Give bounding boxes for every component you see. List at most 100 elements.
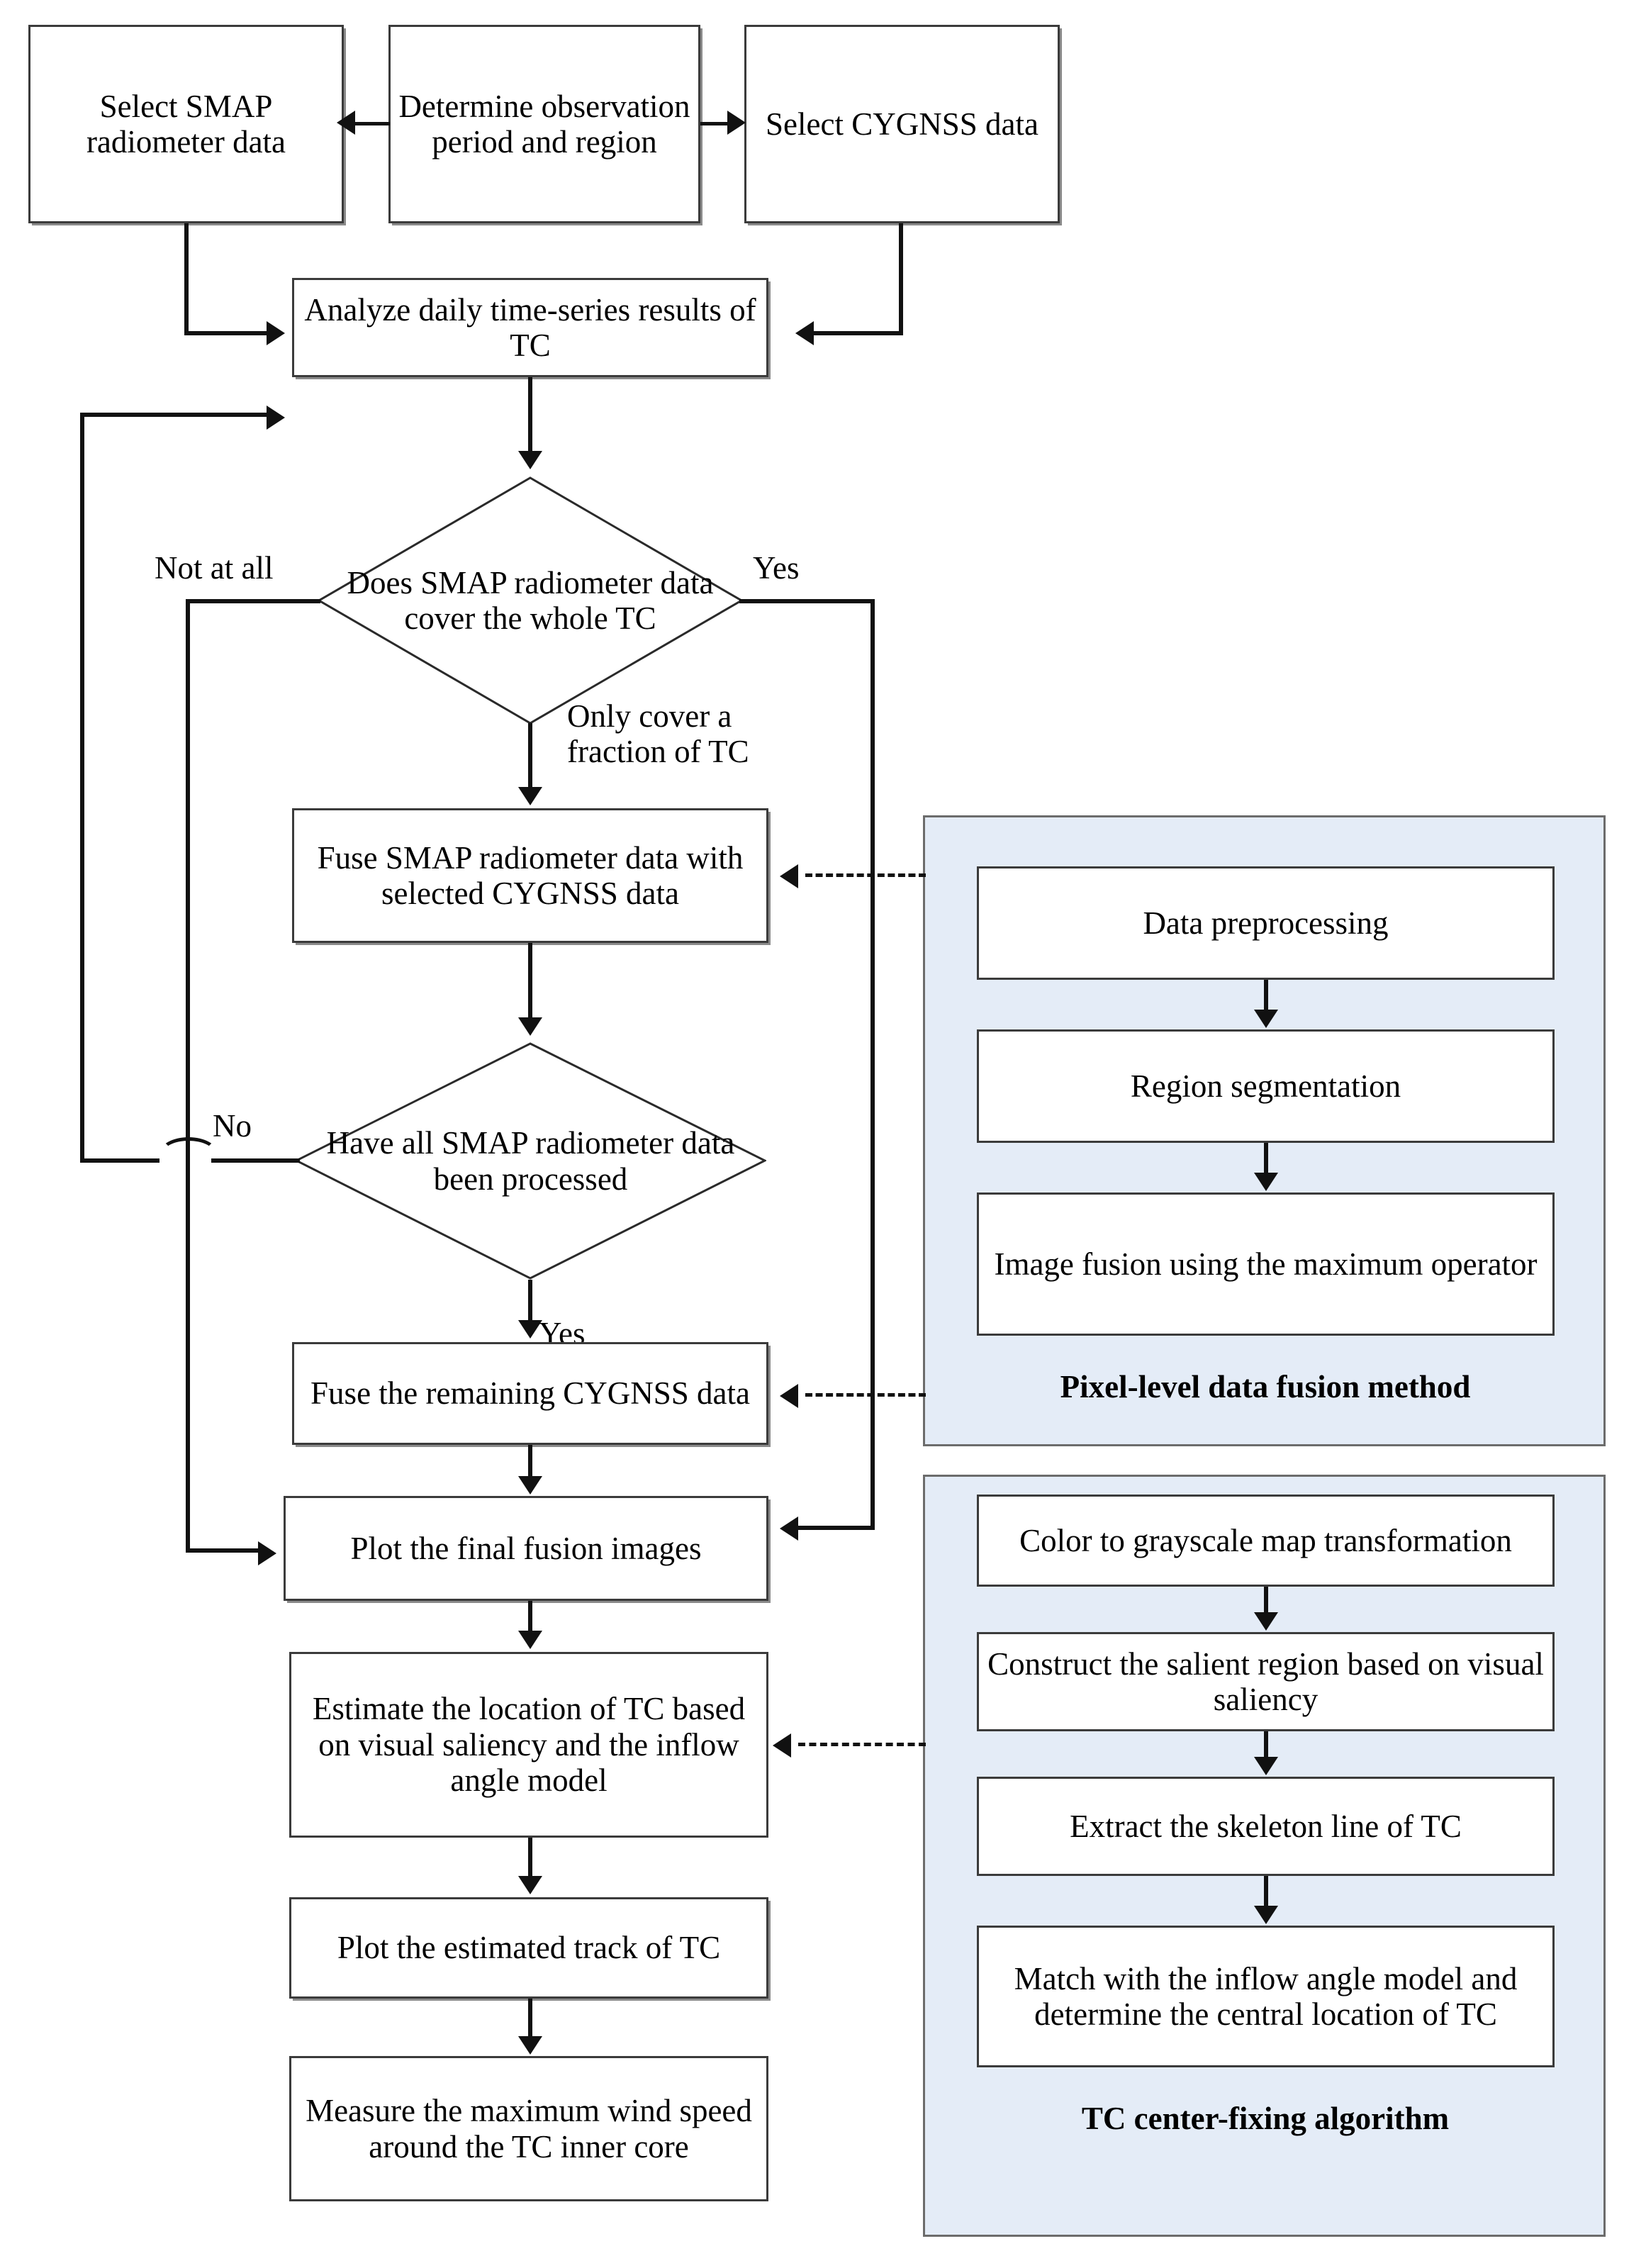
edge-no-left-seg1: [211, 1158, 300, 1163]
node-fuse-remaining-label: Fuse the remaining CYGNSS data: [310, 1375, 750, 1412]
panel2-step-2[interactable]: Extract the skeleton line of TC: [977, 1777, 1555, 1876]
arrowhead-decision1-to-fuse: [518, 787, 542, 805]
edge-estimate-to-track: [528, 1838, 532, 1882]
arrowhead-determine-to-smap: [337, 111, 355, 135]
node-plot-track[interactable]: Plot the estimated track of TC: [289, 1897, 768, 1999]
edge-no-line-hop: [159, 1137, 218, 1170]
panel2-step-0-label: Color to grayscale map transformation: [1019, 1522, 1512, 1558]
node-determine-observation-label: Determine observation period and region: [398, 88, 690, 160]
arrowhead-no-to-analyze: [267, 406, 285, 430]
panel1-step-1-label: Region segmentation: [1130, 1068, 1401, 1104]
edge-panel2-0-1: [1264, 1587, 1268, 1616]
decision-all-processed-label: Have all SMAP radiometer data been proce…: [326, 1125, 735, 1197]
edge-label-not-at-all: Not at all: [155, 550, 274, 586]
panel2-step-3[interactable]: Match with the inflow angle model and de…: [977, 1926, 1555, 2067]
edge-fuse-remaining-to-plot: [528, 1445, 532, 1480]
node-estimate-location[interactable]: Estimate the location of TC based on vis…: [289, 1652, 768, 1838]
arrowhead-panel2-2-3: [1254, 1906, 1278, 1924]
edge-smap-right: [184, 331, 268, 335]
arrowhead-panel2-1-2: [1254, 1757, 1278, 1775]
edge-panel2-1-2: [1264, 1731, 1268, 1761]
edge-yes-top-down: [870, 599, 875, 1528]
node-analyze-daily[interactable]: Analyze daily time-series results of TC: [292, 278, 768, 377]
arrowhead-panel1-0-1: [1254, 1010, 1278, 1028]
panel1-step-0[interactable]: Data preprocessing: [977, 866, 1555, 980]
edge-label-yes-top: Yes: [753, 550, 800, 586]
edge-yes-top-right: [739, 599, 874, 603]
arrowhead-estimate-to-track: [518, 1876, 542, 1894]
panel2-step-1[interactable]: Construct the salient region based on vi…: [977, 1632, 1555, 1731]
node-analyze-daily-label: Analyze daily time-series results of TC: [304, 291, 756, 363]
edge-decision1-to-fuse: [528, 723, 532, 794]
node-plot-fusion[interactable]: Plot the final fusion images: [284, 1496, 768, 1601]
edge-label-only-fraction-text: Only cover a fraction of TC: [567, 698, 749, 770]
edge-analyze-to-decision1: [528, 377, 532, 455]
decision-all-processed-shape: [295, 1042, 766, 1280]
dashed-edge-panel2-to-estimate: [798, 1743, 926, 1746]
decision-cover-whole-tc[interactable]: Does SMAP radiometer data cover the whol…: [318, 476, 743, 725]
edge-panel2-2-3: [1264, 1876, 1268, 1910]
panel1-step-1[interactable]: Region segmentation: [977, 1029, 1555, 1143]
node-plot-fusion-label: Plot the final fusion images: [350, 1530, 702, 1566]
arrowhead-dashed-panel1-to-fuse-smap: [780, 864, 798, 888]
arrowhead-yes-top-to-plot: [780, 1516, 798, 1541]
edge-panel1-0-1: [1264, 980, 1268, 1014]
arrowhead-panel1-1-2: [1254, 1173, 1278, 1191]
edge-no-up: [80, 413, 84, 1163]
arrowhead-track-to-measure: [518, 2036, 542, 2055]
dashed-edge-panel1-to-fuse-smap: [805, 873, 926, 877]
arrowhead-dashed-panel1-to-fuse-remaining: [780, 1384, 798, 1408]
node-estimate-location-label: Estimate the location of TC based on vis…: [312, 1691, 746, 1799]
panel2-step-0[interactable]: Color to grayscale map transformation: [977, 1495, 1555, 1587]
arrowhead-cygnss-to-analyze: [795, 321, 814, 345]
edge-determine-to-cygnss: [700, 122, 729, 125]
node-measure-wind[interactable]: Measure the maximum wind speed around th…: [289, 2056, 768, 2201]
edge-cygnss-left: [814, 331, 903, 335]
edge-label-no: No: [213, 1108, 252, 1144]
arrowhead-panel2-0-1: [1254, 1612, 1278, 1631]
panel-tc-center-fixing-label: TC center-fixing algorithm: [1081, 2101, 1450, 2136]
node-select-cygnss-label: Select CYGNSS data: [766, 106, 1038, 142]
panel2-step-1-label: Construct the salient region based on vi…: [987, 1646, 1544, 1717]
arrowhead-dashed-panel2-to-estimate: [773, 1733, 791, 1758]
edge-not-at-all-down: [186, 599, 190, 1553]
arrowhead-not-at-all-to-plot: [258, 1541, 276, 1565]
panel1-step-0-label: Data preprocessing: [1143, 905, 1389, 941]
node-measure-wind-label: Measure the maximum wind speed around th…: [306, 2093, 752, 2164]
edge-plot-to-estimate: [528, 1601, 532, 1636]
node-determine-observation[interactable]: Determine observation period and region: [388, 25, 700, 223]
edge-no-to-analyze: [80, 413, 268, 417]
node-fuse-smap-label: Fuse SMAP radiometer data with selected …: [317, 839, 744, 911]
node-plot-track-label: Plot the estimated track of TC: [337, 1930, 721, 1966]
panel2-step-3-label: Match with the inflow angle model and de…: [1014, 1960, 1518, 2032]
node-fuse-smap[interactable]: Fuse SMAP radiometer data with selected …: [292, 808, 768, 943]
dashed-edge-panel1-to-fuse-remaining: [805, 1393, 926, 1397]
edge-no-left-seg2: [80, 1158, 159, 1163]
arrowhead-decision2-to-fuse-remaining: [518, 1320, 542, 1339]
decision-cover-label: Does SMAP radiometer data cover the whol…: [347, 564, 714, 636]
arrowhead-smap-to-analyze: [267, 321, 285, 345]
edge-not-at-all-to-plot: [186, 1548, 259, 1553]
edge-determine-to-smap: [353, 122, 390, 125]
arrowhead-analyze-to-decision1: [518, 451, 542, 469]
arrowhead-determine-to-cygnss: [727, 111, 746, 135]
node-select-cygnss[interactable]: Select CYGNSS data: [744, 25, 1060, 223]
edge-panel1-1-2: [1264, 1143, 1268, 1177]
decision-all-processed[interactable]: Have all SMAP radiometer data been proce…: [295, 1042, 766, 1280]
arrowhead-plot-to-estimate: [518, 1631, 542, 1649]
node-fuse-remaining[interactable]: Fuse the remaining CYGNSS data: [292, 1342, 768, 1445]
edge-decision2-yes-down: [528, 1280, 532, 1326]
edge-cygnss-down: [899, 223, 903, 333]
arrowhead-fuse-to-decision2: [518, 1017, 542, 1036]
panel2-step-2-label: Extract the skeleton line of TC: [1070, 1808, 1462, 1844]
edge-yes-top-to-plot: [798, 1526, 875, 1530]
edge-label-only-fraction: Only cover a fraction of TC: [567, 698, 836, 770]
node-select-smap[interactable]: Select SMAP radiometer data: [28, 25, 344, 223]
edge-smap-down: [184, 223, 189, 333]
panel1-step-2-label: Image fusion using the maximum operator: [994, 1246, 1538, 1282]
edge-track-to-measure: [528, 1999, 532, 2043]
arrowhead-fuse-remaining-to-plot: [518, 1476, 542, 1495]
edge-fuse-to-decision2: [528, 943, 532, 1024]
panel1-step-2[interactable]: Image fusion using the maximum operator: [977, 1192, 1555, 1336]
